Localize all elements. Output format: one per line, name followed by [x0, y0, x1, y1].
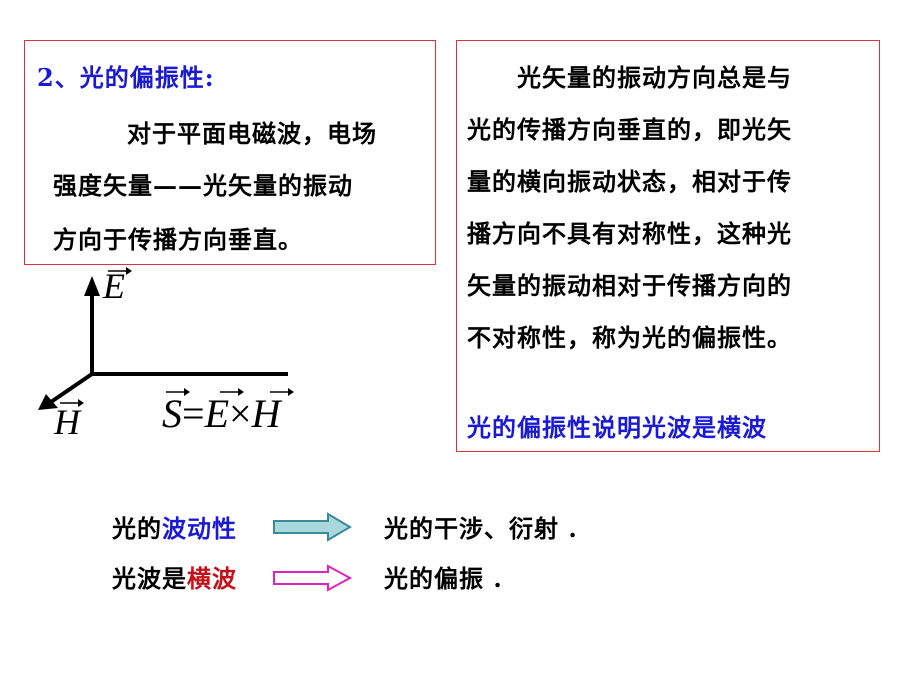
explanation-line-1: 光矢量的振动方向总是与 [517, 63, 792, 92]
h-vector-arrow-icon [60, 399, 84, 407]
row2-highlight: 横波 [187, 564, 237, 593]
definition-box: 2、光的偏振性: 对于平面电磁波，电场 强度矢量——光矢量的振动 方向于传播方向… [24, 40, 436, 265]
explanation-line-3: 量的横向振动状态，相对于传 [467, 167, 792, 196]
explanation-line-6: 不对称性，称为光的偏振性。 [467, 323, 792, 352]
definition-line-3: 方向于传播方向垂直。 [53, 225, 303, 254]
explanation-line-4: 播方向不具有对称性，这种光 [467, 219, 792, 248]
h-vector-label: H [54, 402, 80, 442]
wave-nature-row: 光的波动性 [112, 514, 237, 544]
explanation-line-2: 光的传播方向垂直的，即光矢 [467, 115, 792, 144]
transverse-wave-row: 光波是横波 [112, 564, 237, 594]
vector-diagram [38, 276, 288, 410]
formula-vector-arrows [166, 388, 294, 396]
definition-line-1: 对于平面电磁波，电场 [127, 119, 377, 148]
section-heading: 2、光的偏振性: [37, 63, 215, 92]
h-axis [46, 372, 94, 406]
e-vector-arrow-icon [108, 267, 132, 275]
row1-highlight: 波动性 [162, 514, 237, 543]
arrow-right-outline-icon [273, 564, 353, 592]
formula-e: E [204, 391, 229, 436]
formula-equals: = [182, 391, 205, 436]
arrow-right-icon [273, 512, 352, 542]
formula-h: H [251, 391, 281, 436]
formula-s: S [162, 391, 182, 436]
row2-prefix: 光波是 [112, 564, 187, 593]
row2-result: 光的偏振 . [384, 564, 503, 593]
row1-prefix: 光的 [112, 514, 162, 543]
explanation-line-5: 矢量的振动相对于传播方向的 [467, 271, 792, 300]
conclusion-text: 光的偏振性说明光波是横波 [467, 413, 767, 442]
row1-result: 光的干涉、衍射 . [384, 514, 578, 543]
e-arrowhead [84, 276, 100, 296]
explanation-box: 光矢量的振动方向总是与 光的传播方向垂直的，即光矢 量的横向振动状态，相对于传 … [456, 40, 880, 452]
formula-times: × [229, 391, 252, 436]
h-arrowhead [38, 394, 58, 410]
poynting-formula: S=E×H [162, 392, 280, 436]
definition-line-2: 强度矢量——光矢量的振动 [53, 171, 353, 200]
e-vector-label: E [103, 266, 125, 306]
